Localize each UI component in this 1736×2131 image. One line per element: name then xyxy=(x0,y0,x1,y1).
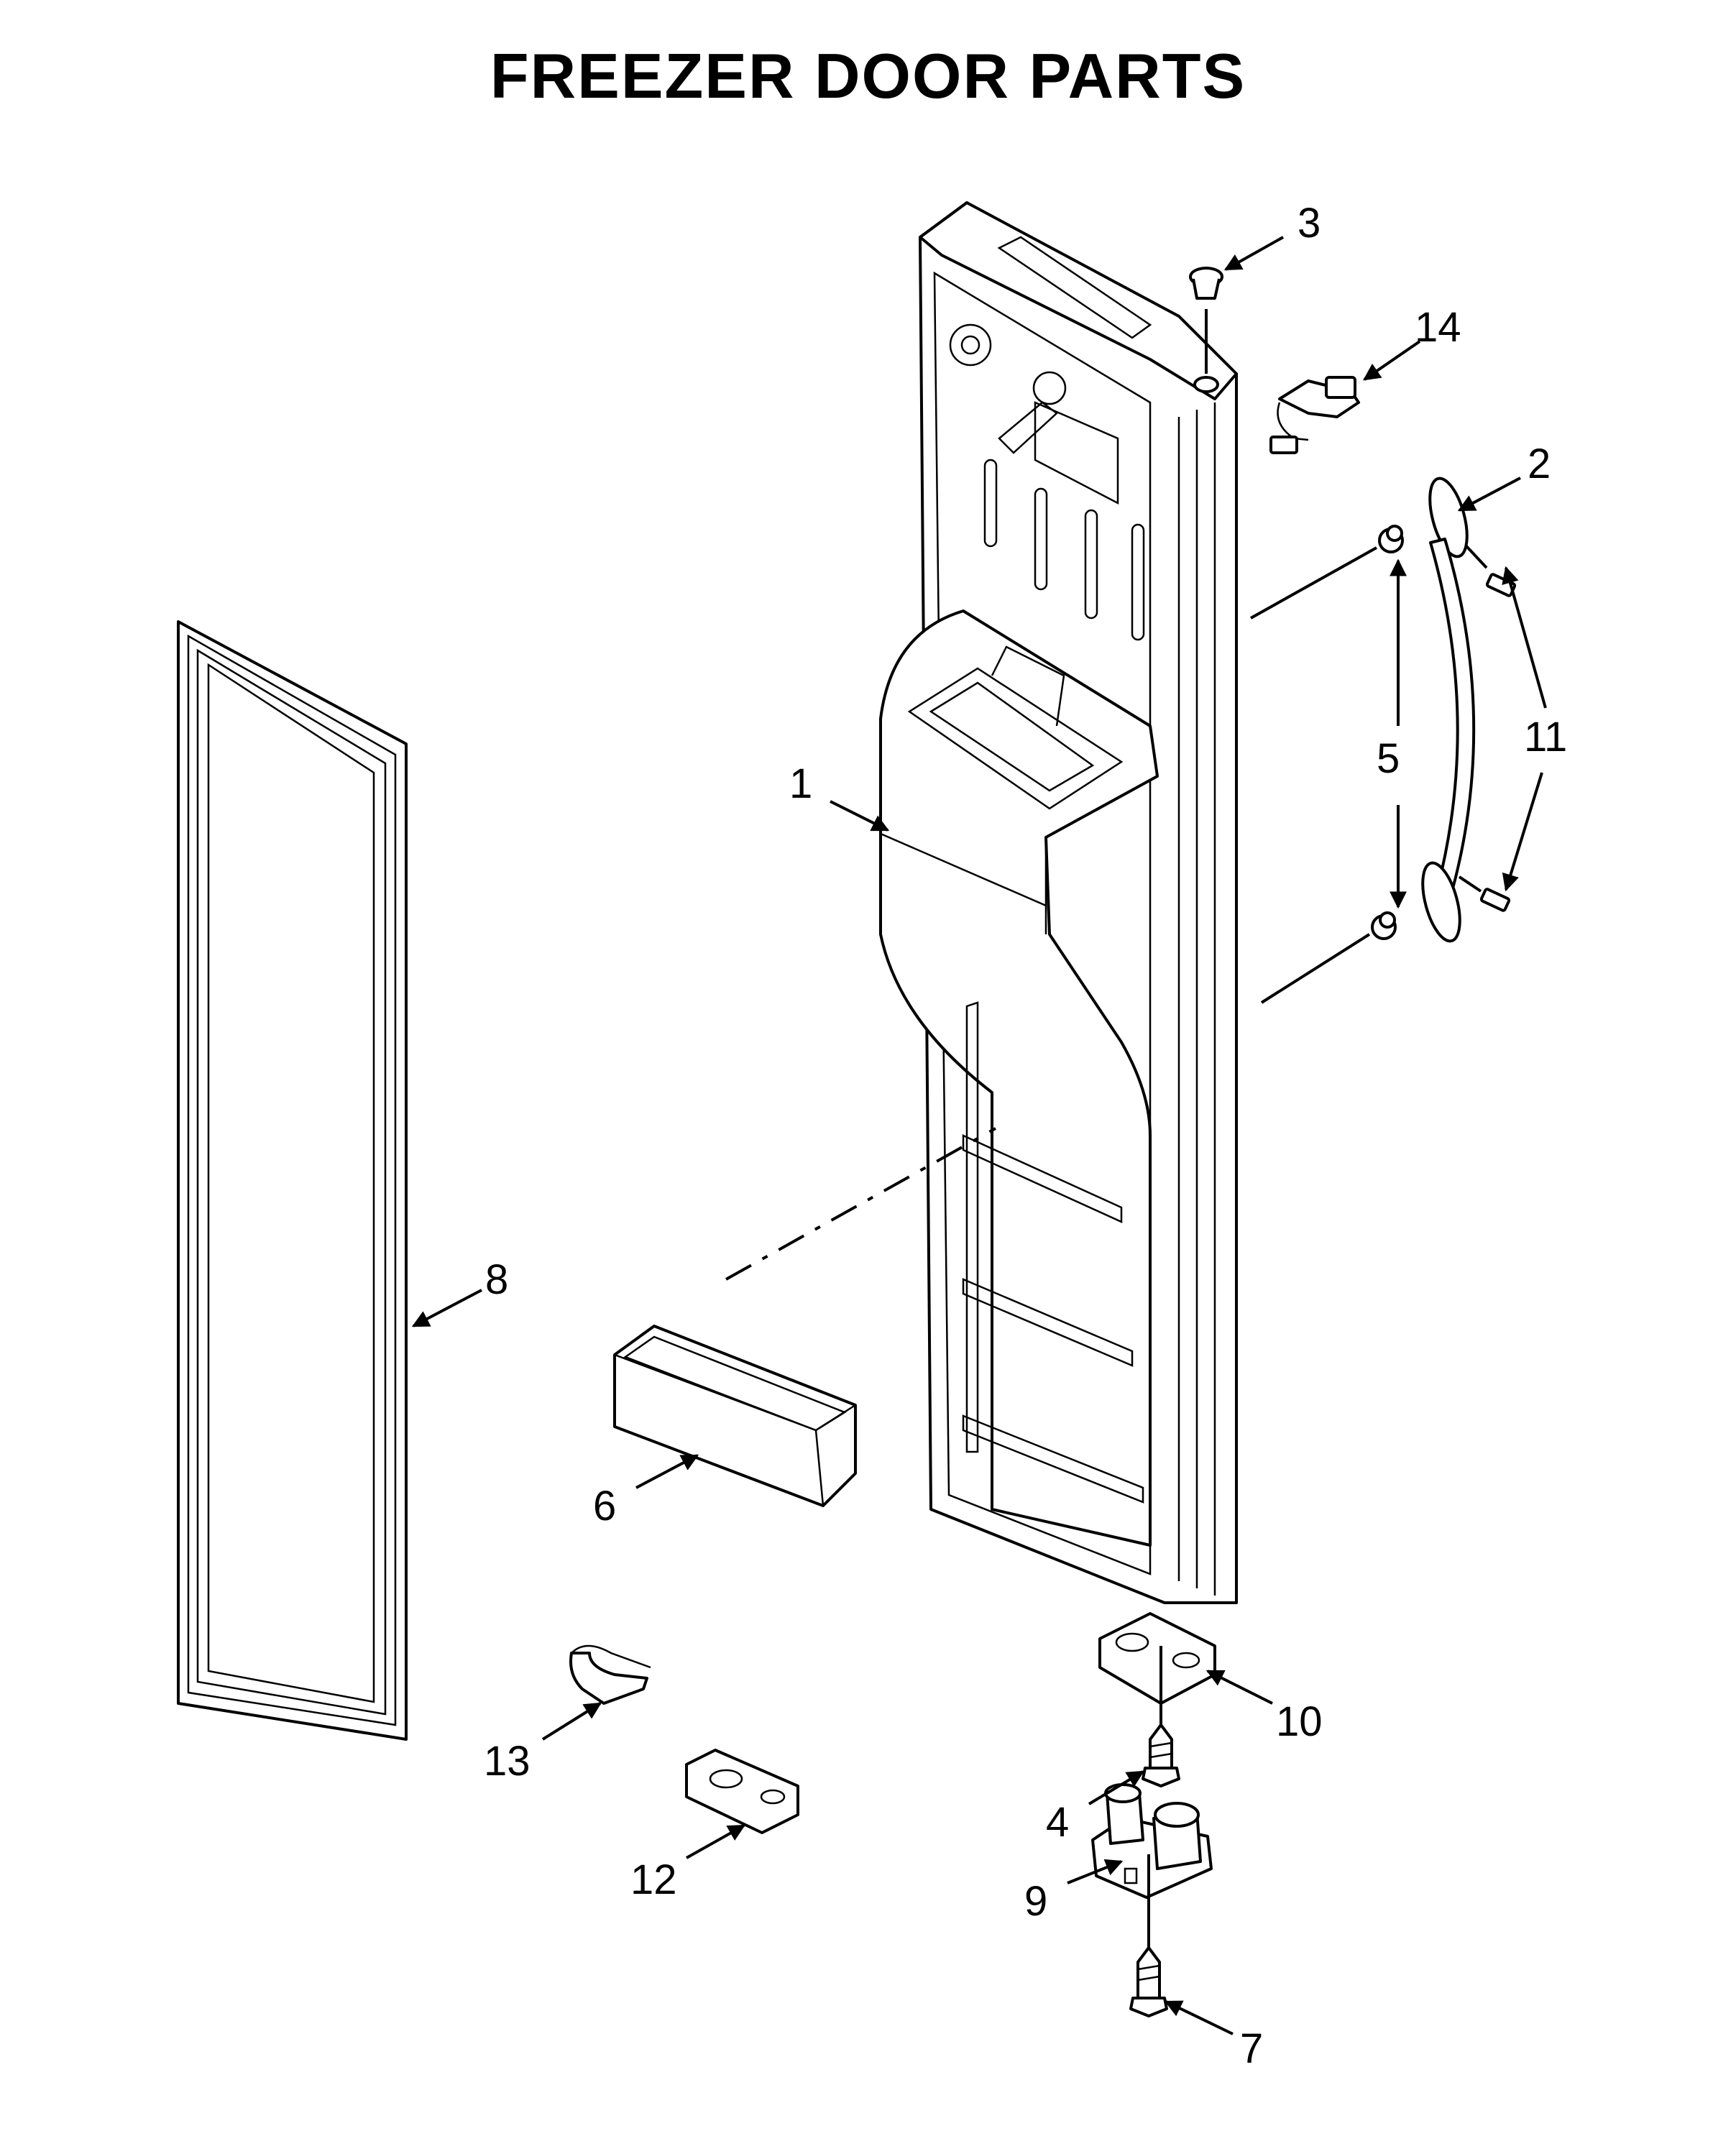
callout-2: 2 xyxy=(1528,441,1551,487)
door-gasket-part-8 xyxy=(177,620,408,1741)
callout-8: 8 xyxy=(485,1256,508,1303)
callout-12: 12 xyxy=(630,1856,677,1903)
door-bin-part-6 xyxy=(613,1127,996,1507)
page-title: FREEZER DOOR PARTS xyxy=(490,40,1246,111)
door-handle-part-2 xyxy=(1421,477,1476,943)
callout-7: 7 xyxy=(1240,2025,1263,2072)
callout-1: 1 xyxy=(789,760,812,807)
callout-6: 6 xyxy=(593,1483,616,1529)
freezer-door-part-1 xyxy=(879,201,1238,1604)
bracket-part-12 xyxy=(685,1749,799,1834)
hinge-bracket-part-10 xyxy=(1098,1612,1216,1725)
callout-14: 14 xyxy=(1415,304,1461,351)
screw-part-4 xyxy=(1142,1723,1180,1787)
callout-10: 10 xyxy=(1276,1698,1323,1745)
screw-part-7 xyxy=(1129,1946,1168,2017)
hinge-bushing-part-3 xyxy=(1189,267,1223,393)
clip-part-13 xyxy=(569,1644,651,1705)
callout-11: 11 xyxy=(1524,714,1567,760)
callout-5: 5 xyxy=(1377,735,1400,782)
callout-3: 3 xyxy=(1298,200,1321,247)
callout-leaders xyxy=(411,236,1547,2035)
wire-harness-part-14 xyxy=(1269,376,1360,454)
callout-9: 9 xyxy=(1024,1878,1047,1925)
callout-4: 4 xyxy=(1046,1799,1069,1846)
handle-stud-part-5 xyxy=(1250,525,1404,1004)
callout-13: 13 xyxy=(484,1738,531,1785)
